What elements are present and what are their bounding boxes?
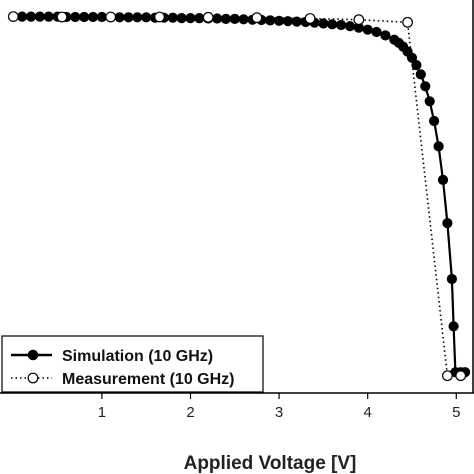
- data-point-simulation: [229, 13, 240, 24]
- legend-marker-measurement: [27, 372, 39, 384]
- data-point-simulation: [362, 24, 373, 35]
- data-point-simulation: [446, 273, 457, 285]
- data-point-measurement: [56, 11, 68, 23]
- x-tick-label: 4: [364, 404, 372, 421]
- data-point-simulation: [96, 11, 108, 23]
- data-point-simulation: [238, 14, 249, 25]
- data-point-simulation: [411, 60, 422, 71]
- data-point-measurement: [304, 13, 316, 24]
- plot-area: 1 2 3 4 5: [0, 0, 474, 421]
- data-point-simulation: [17, 11, 28, 22]
- data-point-simulation: [176, 13, 187, 24]
- data-point-measurement: [353, 14, 365, 26]
- data-point-simulation: [442, 218, 453, 229]
- data-point-simulation: [141, 12, 152, 23]
- data-point-measurement: [251, 12, 263, 24]
- data-point-measurement: [442, 370, 453, 382]
- data-point-simulation: [318, 18, 329, 29]
- data-point-simulation: [25, 11, 37, 22]
- data-point-measurement: [7, 11, 19, 23]
- data-point-simulation: [220, 13, 231, 24]
- data-point-simulation: [433, 141, 444, 152]
- data-point-simulation: [406, 52, 418, 63]
- data-point-simulation: [265, 15, 276, 26]
- data-point-simulation: [448, 321, 459, 332]
- series-layer: [7, 11, 471, 382]
- legend: Simulation (10 GHz) Measurement (10 GHz): [1, 335, 264, 393]
- data-point-measurement: [154, 11, 165, 23]
- data-point-measurement: [455, 370, 467, 382]
- series-line-measurement: [13, 15, 461, 377]
- data-point-simulation: [79, 11, 90, 23]
- data-point-simulation: [336, 19, 347, 31]
- data-point-simulation: [43, 11, 54, 22]
- data-point-simulation: [437, 174, 449, 185]
- series-line-simulation: [13, 15, 466, 374]
- data-point-measurement: [202, 11, 214, 23]
- data-point-simulation: [34, 11, 46, 22]
- data-point-simulation: [282, 16, 293, 27]
- data-point-simulation: [344, 21, 356, 32]
- data-point-simulation: [87, 11, 99, 23]
- legend-label-measurement: Measurement (10 GHz): [62, 371, 235, 388]
- data-point-simulation: [123, 12, 134, 23]
- data-point-simulation: [194, 13, 205, 24]
- data-point-simulation: [380, 30, 391, 41]
- legend-label-simulation: Simulation (10 GHz): [62, 348, 213, 365]
- x-tick-label: 3: [275, 404, 283, 421]
- data-point-simulation: [185, 13, 196, 24]
- data-point-simulation: [274, 15, 285, 26]
- legend-marker-simulation: [27, 349, 39, 361]
- x-tick-label: 2: [186, 404, 194, 421]
- data-point-simulation: [420, 81, 431, 92]
- x-axis-title: Applied Voltage [V]: [184, 453, 357, 474]
- data-point-simulation: [429, 115, 440, 127]
- data-point-simulation: [167, 12, 178, 23]
- data-point-simulation: [114, 12, 125, 23]
- data-point-simulation: [212, 13, 223, 24]
- data-point-simulation: [70, 11, 81, 23]
- data-point-simulation: [327, 19, 338, 30]
- data-point-measurement: [402, 16, 414, 28]
- data-point-simulation: [291, 16, 302, 27]
- data-point-simulation: [132, 12, 143, 23]
- x-tick-label: 5: [452, 404, 460, 421]
- data-point-measurement: [105, 11, 117, 23]
- data-point-simulation: [424, 96, 435, 107]
- legend-box: [1, 335, 264, 393]
- data-point-simulation: [371, 26, 382, 38]
- x-tick-label: 1: [98, 404, 106, 421]
- x-ticks: 1 2 3 4 5: [98, 393, 460, 421]
- data-point-simulation: [415, 69, 426, 80]
